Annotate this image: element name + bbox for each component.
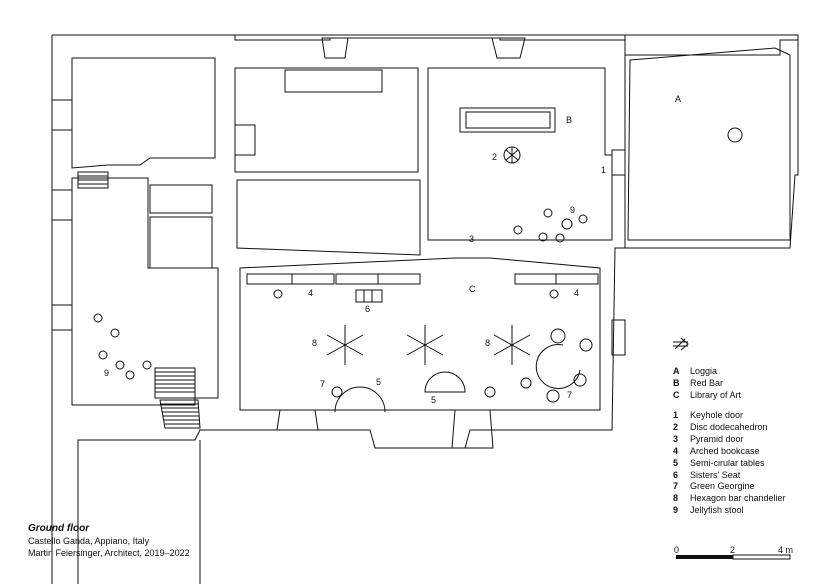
legend-areas: A Loggia B Red Bar C Library of Art <box>673 366 741 402</box>
legend-text: Sisters' Seat <box>690 469 741 480</box>
room-top-left <box>71 57 216 169</box>
legend-row: 7 Green Georgine <box>673 481 786 493</box>
legend-row: 8 Hexagon bar chandelier <box>673 493 786 505</box>
caption-line: Martin Feiersinger, Architect, 2019–2022 <box>28 548 190 558</box>
legend-text: Hexagon bar chandelier <box>690 493 786 504</box>
hexagon-chandelier <box>326 325 531 365</box>
legend-key: A <box>673 366 680 376</box>
room-center-top <box>234 67 419 173</box>
legend-key: 8 <box>673 493 679 504</box>
legend-items: 1 Keyhole door 2 Disc dodecahedron 3 Pyrami… <box>673 410 786 517</box>
legend-key: 3 <box>673 433 679 444</box>
north-arrow-icon <box>673 337 689 351</box>
plan-label-7a: 7 <box>320 379 325 389</box>
plan-label-2: 2 <box>492 152 497 162</box>
room-left-wing <box>71 177 219 406</box>
plan-label-6: 6 <box>365 304 370 314</box>
page-title: Ground floor <box>28 523 90 534</box>
plan-label-b: B <box>566 115 572 125</box>
plan-label-9a: 9 <box>570 205 575 215</box>
legend-key: 4 <box>673 445 679 456</box>
legend-row: C Library of Art <box>673 390 741 402</box>
legend-text: Red Bar <box>690 377 724 388</box>
plan-label-9b: 9 <box>104 368 109 378</box>
legend-key: B <box>673 377 680 388</box>
legend-text: Disc dodecahedron <box>690 421 768 432</box>
plan-label-7b: 7 <box>567 390 572 400</box>
disc-dodecahedron <box>503 146 521 164</box>
semi-table <box>334 386 386 413</box>
legend-row: 4 Arched bookcase <box>673 446 786 458</box>
plan-label-3: 3 <box>469 234 474 244</box>
scale-label: 4 m <box>778 545 794 555</box>
room-library <box>239 257 601 411</box>
plan-label-4b: 4 <box>574 288 579 298</box>
legend-row: 5 Semi-cirular tables <box>673 458 786 470</box>
legend-key: 1 <box>673 410 679 420</box>
legend-row: 3 Pyramid door <box>673 434 786 446</box>
caption: Ground floor Castello Ganda, Appiano, It… <box>28 523 190 559</box>
caption-line: Castello Ganda, Appiano, Italy <box>28 536 150 546</box>
plan-label-8a: 8 <box>312 338 317 348</box>
legend-row: A Loggia <box>673 366 741 378</box>
legend-text: Library of Art <box>690 389 742 400</box>
legend-key: 7 <box>673 481 679 492</box>
legend-text: Semi-cirular tables <box>690 457 765 468</box>
legend-key: 2 <box>673 421 679 432</box>
legend-row: B Red Bar <box>673 378 741 390</box>
plan-label-1: 1 <box>601 165 606 175</box>
plan-label-5b: 5 <box>431 395 436 405</box>
legend-row: 6 Sisters' Seat <box>673 470 786 482</box>
plan-label-5a: 5 <box>376 377 381 387</box>
legend-key: 5 <box>673 457 679 468</box>
legend-text: Pyramid door <box>690 433 744 444</box>
legend-text: Green Georgine <box>690 481 755 492</box>
plan-label-c: C <box>469 284 476 294</box>
scale-bar <box>676 554 791 560</box>
scale-label: 0 <box>674 545 680 555</box>
legend-key: 6 <box>673 469 679 480</box>
legend-text: Arched bookcase <box>690 445 760 456</box>
legend-row: 2 Disc dodecahedron <box>673 422 786 434</box>
plan-label-8b: 8 <box>485 338 490 348</box>
stair-left <box>154 367 201 429</box>
room-center-second <box>236 179 421 256</box>
arched-bookcases <box>246 273 599 285</box>
legend-row: 9 Jellyfish stool <box>673 505 786 517</box>
scale-label: 2 <box>730 545 736 555</box>
legend-text: Jellyfish stool <box>690 505 744 516</box>
legend-key: 9 <box>673 505 679 516</box>
plan-label-a: A <box>675 94 681 104</box>
plan-label-4a: 4 <box>308 288 313 298</box>
sisters-seat <box>355 289 383 303</box>
legend-text: Keyhole door <box>690 410 744 420</box>
jellyfish-stools <box>93 127 743 403</box>
legend-key: C <box>673 389 680 400</box>
legend-text: Loggia <box>690 366 718 376</box>
legend-row: 1 Keyhole door <box>673 410 786 422</box>
